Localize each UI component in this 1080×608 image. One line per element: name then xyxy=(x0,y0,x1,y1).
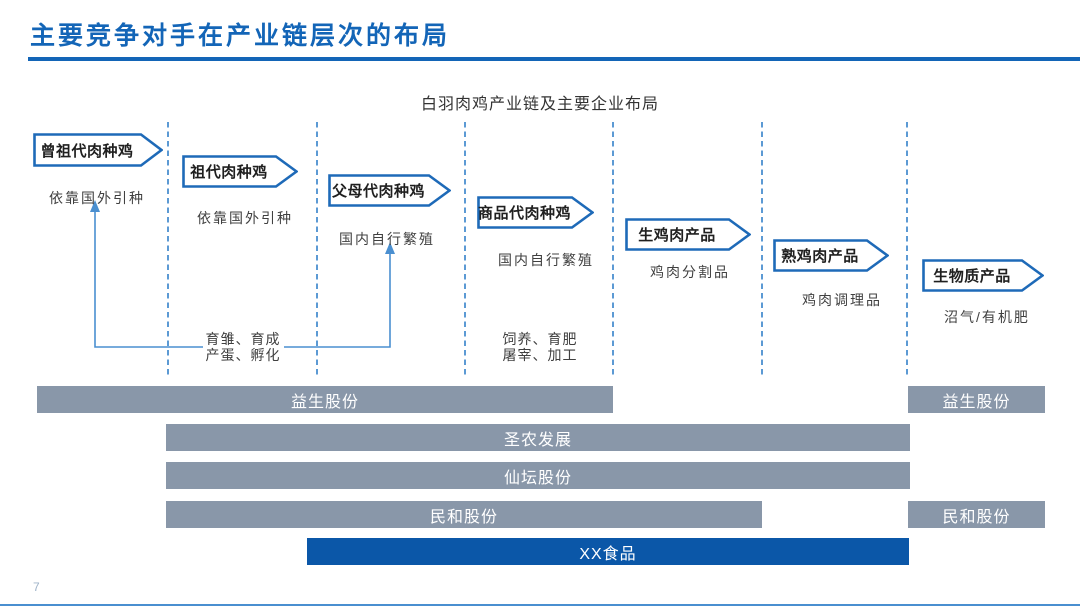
company-bar-yisheng-right: 益生股份 xyxy=(908,386,1045,413)
company-bar-minhe-main: 民和股份 xyxy=(166,501,762,528)
stage-note: 依靠国外引种 xyxy=(197,210,293,226)
bar-label: 民和股份 xyxy=(942,508,1011,526)
stage-box-grandparent-breeder: 祖代肉种鸡 xyxy=(182,155,298,188)
chevron-shape xyxy=(33,133,163,167)
stage-label: 父母代肉种鸡 xyxy=(331,183,425,200)
stage-box-biomass-products: 生物质产品 xyxy=(922,259,1044,292)
stage-note: 依靠国外引种 xyxy=(49,190,145,206)
company-bar-yisheng-main: 益生股份 xyxy=(37,386,613,413)
bar-label: XX食品 xyxy=(579,545,637,563)
stage-divider-lines xyxy=(167,122,908,376)
stage-label: 熟鸡肉产品 xyxy=(781,248,859,265)
bar-label: 圣农发展 xyxy=(503,431,572,449)
stage-label: 祖代肉种鸡 xyxy=(190,164,268,181)
stage-label: 曾祖代肉种鸡 xyxy=(40,142,134,160)
stage-note: 鸡肉分割品 xyxy=(650,264,730,280)
process-note-breeding-hatching: 育雏、育成 产蛋、孵化 xyxy=(178,331,308,363)
company-bar-xiantan: 仙坛股份 xyxy=(166,462,910,489)
chevron-shape xyxy=(625,218,751,251)
process-note-feeding-slaughter: 饲养、育肥 屠宰、加工 xyxy=(475,331,605,363)
bottom-border-line xyxy=(0,604,1080,606)
stage-box-raw-chicken-products: 生鸡肉产品 xyxy=(625,218,751,251)
company-bar-minhe-right: 民和股份 xyxy=(908,501,1045,528)
company-bar-xx-foods: XX食品 xyxy=(307,538,909,565)
process-note-line: 产蛋、孵化 xyxy=(205,347,281,363)
stage-box-parent-breeder: 父母代肉种鸡 xyxy=(328,174,451,207)
bar-label: 民和股份 xyxy=(429,508,498,526)
stage-box-cooked-chicken-products: 熟鸡肉产品 xyxy=(773,239,889,272)
chevron-shape xyxy=(182,155,298,188)
process-note-line: 饲养、育肥 xyxy=(502,331,578,347)
stage-box-commodity-broiler: 商品代肉种鸡 xyxy=(477,196,594,229)
stage-note: 沼气/有机肥 xyxy=(944,309,1030,325)
chevron-shape xyxy=(328,174,451,207)
stage-box-great-grandparent-breeder: 曾祖代肉种鸡 xyxy=(33,133,163,167)
bar-label: 益生股份 xyxy=(942,393,1011,411)
chevron-shape xyxy=(477,196,594,229)
process-note-line: 育雏、育成 xyxy=(205,331,281,347)
bar-label: 仙坛股份 xyxy=(503,469,572,487)
process-note-line: 屠宰、加工 xyxy=(502,347,578,363)
stage-note: 国内自行繁殖 xyxy=(498,252,594,268)
stage-label: 生鸡肉产品 xyxy=(638,227,716,244)
stage-label: 商品代肉种鸡 xyxy=(477,205,571,222)
stage-note: 国内自行繁殖 xyxy=(339,231,435,247)
stage-note: 鸡肉调理品 xyxy=(802,292,882,308)
breeding-connector-arrows xyxy=(90,200,395,348)
page-number: 7 xyxy=(33,580,40,594)
stage-label: 生物质产品 xyxy=(933,268,1011,285)
chevron-shape xyxy=(922,259,1044,292)
chevron-shape xyxy=(773,239,889,272)
company-bar-sunner: 圣农发展 xyxy=(166,424,910,451)
diagram-subtitle: 白羽肉鸡产业链及主要企业布局 xyxy=(420,96,659,113)
title-underline xyxy=(28,57,1080,61)
bar-label: 益生股份 xyxy=(290,393,359,411)
page-title: 主要竞争对手在产业链层次的布局 xyxy=(30,22,451,50)
